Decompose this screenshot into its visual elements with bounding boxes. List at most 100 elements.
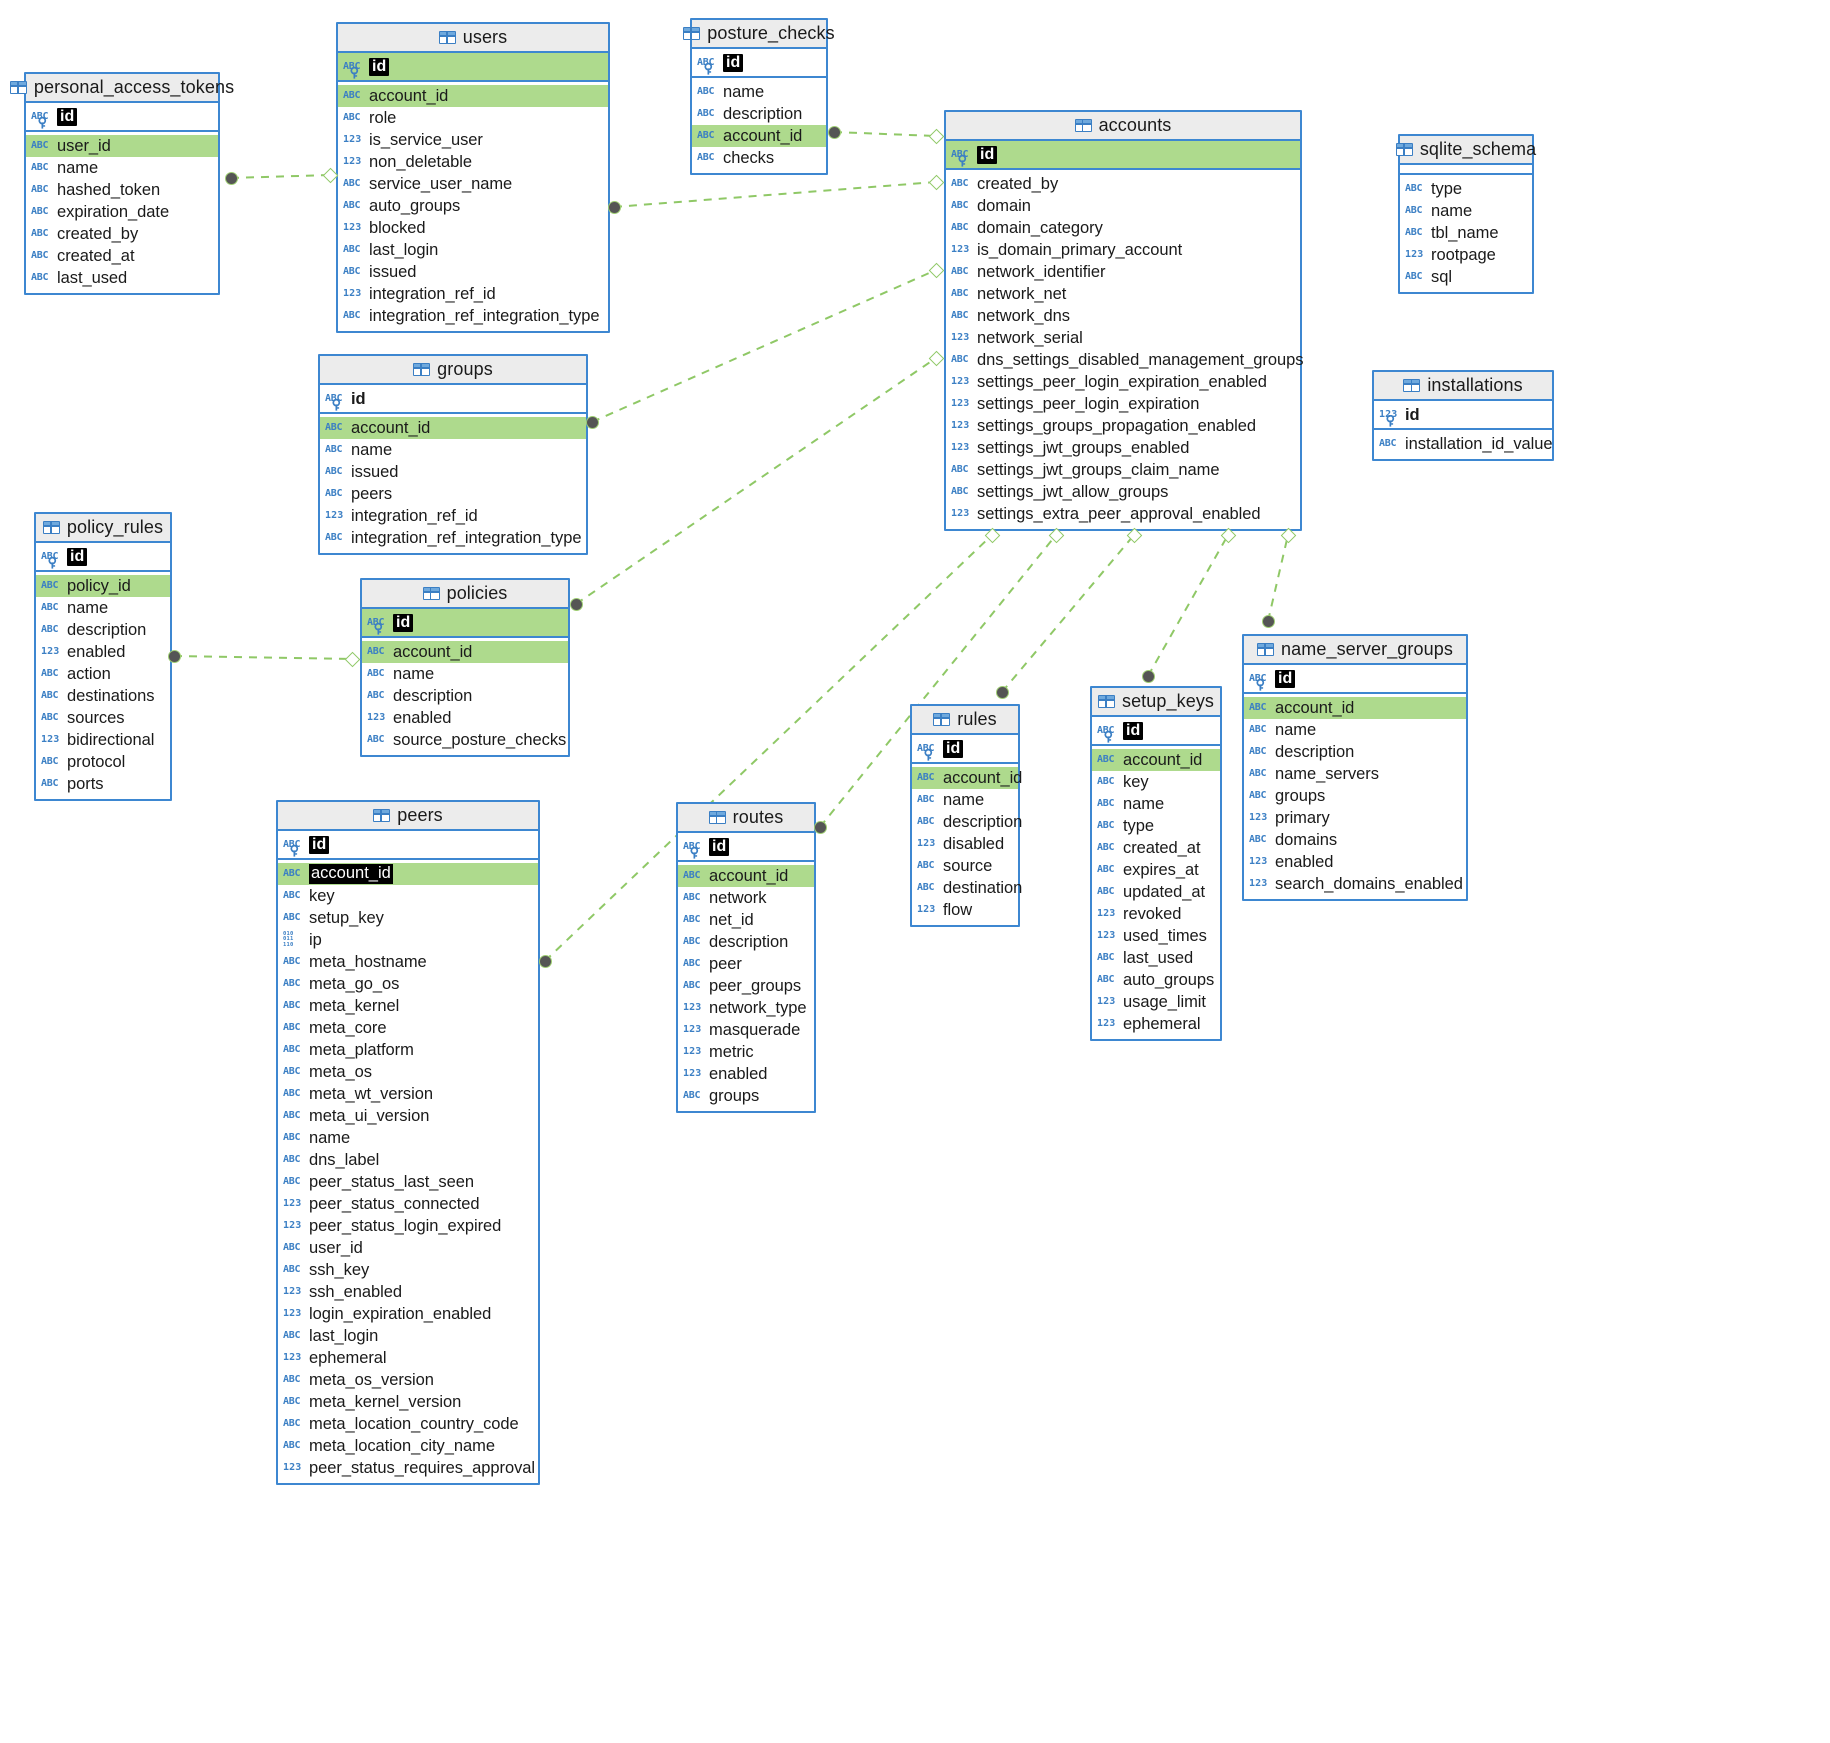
entity-header-installations[interactable]: installations	[1374, 372, 1552, 401]
entity-header-name_server_groups[interactable]: name_server_groups	[1244, 636, 1466, 665]
relationship-source-endpoint[interactable]	[224, 171, 238, 185]
relationship-target-endpoint[interactable]	[928, 262, 944, 278]
relationship-source-endpoint[interactable]	[827, 125, 841, 139]
relationship-target-endpoint[interactable]	[928, 174, 944, 190]
relationship-target-endpoint[interactable]	[344, 651, 360, 667]
entity-header-policy_rules[interactable]: policy_rules	[36, 514, 170, 543]
entity-header-policies[interactable]: policies	[362, 580, 568, 609]
entity-header-personal_access_tokens[interactable]: personal_access_tokens	[9, 74, 234, 103]
entity-header-posture_checks[interactable]: posture_checks	[683, 20, 835, 49]
relationship-target-endpoint[interactable]	[928, 350, 944, 366]
